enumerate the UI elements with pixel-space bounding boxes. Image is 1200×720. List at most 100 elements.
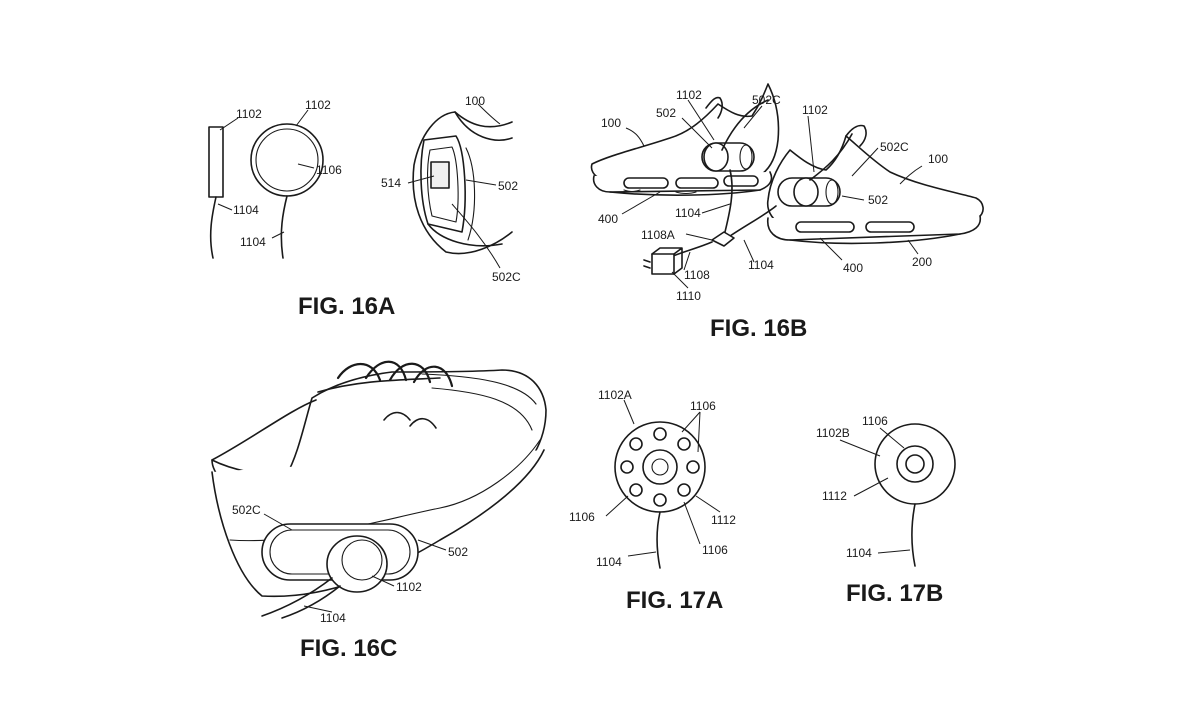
connector-1102b-center xyxy=(905,454,925,474)
label-1108a: 1108A xyxy=(641,228,675,242)
right-shoe-pad-1 xyxy=(795,221,855,233)
figure-16c xyxy=(211,360,547,619)
label-200: 200 xyxy=(912,255,932,269)
connector-1102a-pins xyxy=(620,427,700,507)
label-100: 100 xyxy=(465,94,485,108)
label-1106-bottom: 1106 xyxy=(702,543,728,557)
connector-1102b-ring xyxy=(896,445,934,483)
label-1104-16c: 1104 xyxy=(320,611,346,625)
label-502: 502 xyxy=(498,179,518,193)
label-1108: 1108 xyxy=(684,268,710,282)
label-1102b: 1102B xyxy=(816,426,850,440)
caption-fig-17a: FIG. 17A xyxy=(626,587,723,614)
left-shoe-port-502 xyxy=(701,142,755,172)
label-1102-16c: 1102 xyxy=(396,580,422,594)
wall-plug-1110 xyxy=(643,247,683,275)
figure-17b xyxy=(874,423,956,567)
shoe-laces-16c xyxy=(336,360,454,429)
label-1102-side: 1102 xyxy=(236,107,262,121)
label-1112-17a: 1112 xyxy=(711,513,736,527)
label-400-right: 400 xyxy=(843,261,863,275)
label-1104-17b: 1104 xyxy=(846,546,872,560)
charger-face-inner xyxy=(255,128,319,192)
left-shoe-lace-loop xyxy=(721,99,769,151)
right-shoe-outsole xyxy=(789,233,961,245)
label-400-left: 400 xyxy=(598,212,618,226)
label-100-right: 100 xyxy=(928,152,948,166)
figure-16b xyxy=(590,83,984,275)
heel-collar xyxy=(454,111,513,141)
label-514: 514 xyxy=(381,176,401,190)
label-1104-upper: 1104 xyxy=(675,206,701,220)
figure-17b-labels: 1106 1102B 1112 1104 xyxy=(816,414,888,560)
right-shoe-tongue xyxy=(845,124,867,147)
heel-body-curve xyxy=(465,147,476,241)
right-shoe-pad-2 xyxy=(865,221,915,233)
right-shoe-lace-loop xyxy=(809,133,853,181)
charger-side-view xyxy=(208,126,224,198)
label-1104-face: 1104 xyxy=(240,235,266,249)
label-1104-17a: 1104 xyxy=(596,555,622,569)
connector-1102b-cable xyxy=(911,503,916,567)
heel-sole-edge xyxy=(427,223,503,247)
charger-cable-side xyxy=(209,196,217,259)
label-1106-top: 1106 xyxy=(690,399,716,413)
label-1102-right: 1102 xyxy=(802,103,828,117)
leader-lines xyxy=(217,99,923,613)
heel-upper-outline xyxy=(412,111,513,255)
shoe-toe-line-1 xyxy=(421,373,537,405)
caption-fig-16c: FIG. 16C xyxy=(300,635,397,662)
caption-fig-16a: FIG. 16A xyxy=(298,293,395,320)
label-502-left: 502 xyxy=(656,106,676,120)
connector-1102a-center-outer xyxy=(642,449,678,485)
figure-16a-labels: 1102 1102 1106 1104 1104 100 514 502 502… xyxy=(233,94,521,284)
shoe-eyestay-16c xyxy=(317,377,441,393)
heel-panel-inner xyxy=(426,146,459,223)
label-1106-17b: 1106 xyxy=(862,414,888,428)
label-1104-lower: 1104 xyxy=(748,258,774,272)
label-1106-left: 1106 xyxy=(569,510,595,524)
figure-17a-labels: 1102A 1106 1106 1112 1106 1104 xyxy=(569,388,736,569)
label-1106: 1106 xyxy=(316,163,342,177)
label-502c-right: 502C xyxy=(880,140,909,154)
figure-16c-labels: 502C 502 1102 1104 xyxy=(232,503,468,625)
charger-puck-1102-16c xyxy=(326,535,388,593)
shoe-collar-16c xyxy=(211,399,317,461)
connector-1102a-cable xyxy=(656,511,661,569)
charger-cable-face xyxy=(280,195,288,259)
shoe-toe-line-2 xyxy=(431,387,533,431)
label-502-right: 502 xyxy=(868,193,888,207)
connector-1102a-center-inner xyxy=(651,458,669,476)
right-shoe-port-502 xyxy=(777,177,841,207)
left-shoe-sole-dots xyxy=(623,189,697,195)
connector-1102a-outer xyxy=(614,421,706,513)
label-100-left: 100 xyxy=(601,116,621,130)
figure-16a xyxy=(208,111,513,259)
label-502c-16c: 502C xyxy=(232,503,261,517)
connector-1102b-outer xyxy=(874,423,956,505)
label-1102-face: 1102 xyxy=(305,98,331,112)
cable-from-left-port xyxy=(723,169,733,237)
left-shoe-pad-3 xyxy=(723,175,759,187)
figure-16b-labels: 1102 502C 502 100 1102 502C 100 502 400 … xyxy=(598,88,948,303)
label-1110: 1110 xyxy=(676,289,701,303)
label-502-16c: 502 xyxy=(448,545,468,559)
label-1112-17b: 1112 xyxy=(822,489,847,503)
caption-fig-16b: FIG. 16B xyxy=(710,315,807,342)
charger-face-outer xyxy=(250,123,324,197)
figure-17a xyxy=(614,421,706,569)
caption-fig-17b: FIG. 17B xyxy=(846,580,943,607)
label-502c: 502C xyxy=(492,270,521,284)
left-shoe-pad-1 xyxy=(623,177,669,189)
left-shoe-outsole xyxy=(609,189,761,196)
left-shoe-pad-2 xyxy=(675,177,719,189)
label-502c-left: 502C xyxy=(752,93,781,107)
charger-cable-16c-a xyxy=(261,577,333,617)
label-1102-left: 1102 xyxy=(676,88,702,102)
label-1104-side: 1104 xyxy=(233,203,259,217)
left-shoe-tongue xyxy=(705,96,723,119)
cable-from-right-port xyxy=(729,205,777,237)
charger-cable-16c-b xyxy=(281,585,341,619)
label-1102a: 1102A xyxy=(598,388,632,402)
